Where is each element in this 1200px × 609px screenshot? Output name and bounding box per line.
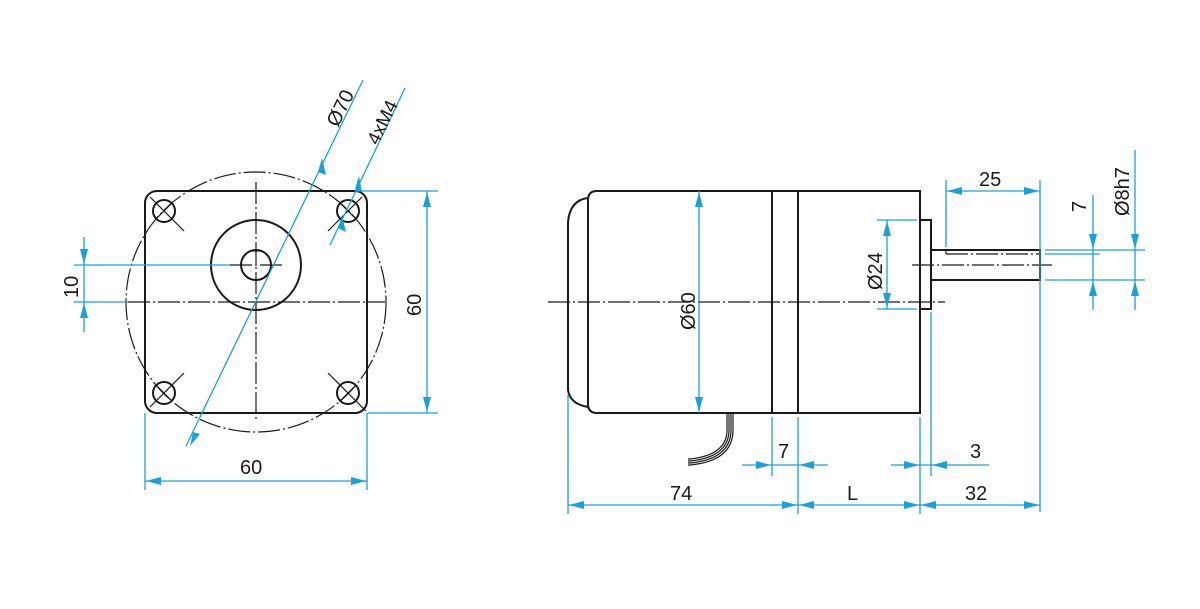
lead-wires	[688, 413, 734, 466]
pilot-dia-label: Ø24	[865, 252, 887, 290]
pcd-label: Ø70	[323, 87, 359, 131]
side-view: Ø60 Ø24 25 7 Ø8h7	[548, 150, 1145, 514]
offset-label: 10	[61, 276, 83, 298]
pcd-leader	[185, 79, 364, 447]
mounting-hole-bl	[149, 372, 185, 408]
body-dia-label: Ø60	[678, 292, 700, 330]
front-view: Ø70 4xM4 10 60 60	[61, 79, 438, 490]
shaft-len-label: 25	[979, 169, 1001, 191]
holes-label: 4xM4	[364, 97, 403, 148]
shaft-total-label: 32	[965, 483, 987, 505]
height-label: 60	[404, 294, 426, 316]
spacer-label: 7	[778, 441, 789, 463]
pilot-depth-label: 3	[970, 441, 981, 463]
mounting-hole-tl	[149, 196, 185, 232]
motor-length-label: 74	[670, 483, 692, 505]
rear-cap	[567, 197, 589, 408]
flat-label: 7	[1069, 201, 1091, 212]
shaft-dia-label: Ø8h7	[1112, 167, 1134, 216]
gearbox-length-label: L	[847, 483, 858, 505]
width-label: 60	[240, 457, 262, 479]
mounting-hole-br	[327, 372, 367, 412]
motor-body	[587, 190, 921, 414]
